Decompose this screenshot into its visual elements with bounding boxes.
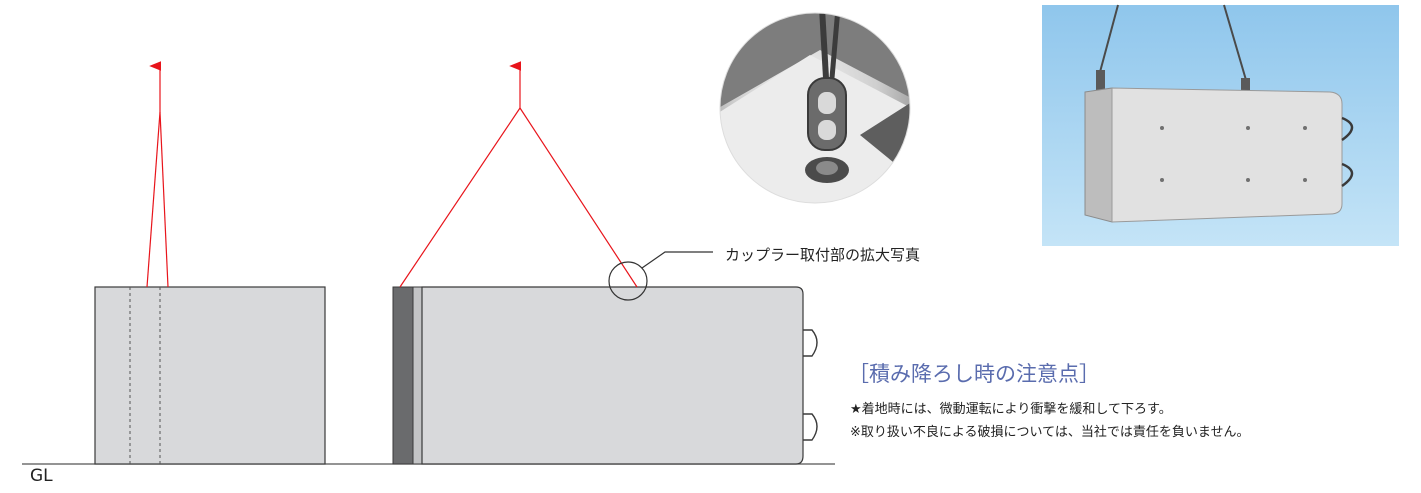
ground-level-label: GL (30, 466, 53, 486)
coupler-leader-line (641, 251, 713, 269)
sling-side-view (146, 61, 169, 288)
note-item: ★着地時には、微動運転により衝撃を緩和して下ろす。 (850, 402, 1172, 417)
coupler-closeup-photo (720, 13, 910, 203)
note-item: ※取り扱い不良による破損については、当社では責任を負いません。 (850, 425, 1250, 440)
notes-title: ［積み降ろし時の注意点］ (848, 362, 1100, 386)
lifted-block-photo (1042, 4, 1399, 246)
sling-front-view (399, 61, 638, 288)
coupler-photo-caption: カップラー取付部の拡大写真 (725, 246, 921, 264)
coupler-highlight-circle (608, 261, 648, 301)
block-side-view (94, 286, 326, 465)
block-front-view (392, 286, 818, 465)
